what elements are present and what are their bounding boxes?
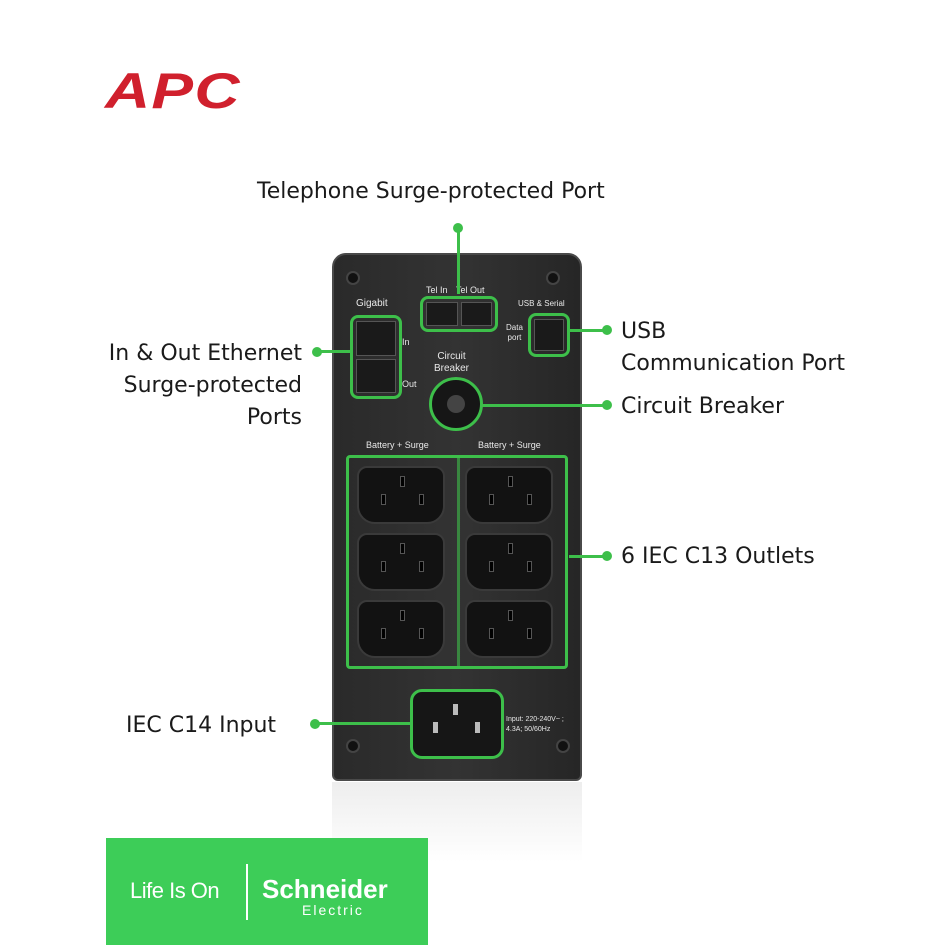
usb-serial-label: USB & Serial: [518, 299, 565, 308]
schneider-banner: Life Is On Schneider Electric: [106, 838, 428, 945]
iec-c13-outlet: [465, 600, 553, 658]
callout-breaker: Circuit Breaker: [621, 394, 785, 419]
iec-c13-outlet: [465, 466, 553, 524]
eth-in-label: In: [402, 337, 410, 347]
apc-logo: APC: [105, 63, 241, 119]
iec-c13-outlet: [357, 600, 445, 658]
callout-telephone: Telephone Surge-protected Port: [257, 179, 605, 204]
screw-icon: [556, 739, 570, 753]
tel-out-label: Tel Out: [456, 285, 485, 295]
iec-c13-outlet: [357, 533, 445, 591]
screw-icon: [546, 271, 560, 285]
usb-port: [528, 313, 570, 357]
iec-c13-outlet: [465, 533, 553, 591]
circuit-breaker-button[interactable]: [429, 377, 483, 431]
screw-icon: [346, 739, 360, 753]
tel-in-label: Tel In: [426, 285, 448, 295]
outlets-group: [346, 455, 568, 669]
screw-icon: [346, 271, 360, 285]
telephone-ports: [420, 296, 498, 332]
battery-surge-left-label: Battery + Surge: [366, 440, 429, 450]
callout-outlets: 6 IEC C13 Outlets: [621, 544, 815, 569]
tagline: Life Is On: [130, 878, 220, 903]
iec-c13-outlet: [357, 466, 445, 524]
eth-out-label: Out: [402, 379, 417, 389]
electric-logo: Electric: [302, 902, 364, 918]
ups-rear-panel: Tel In Tel Out Gigabit In Out USB & Seri…: [332, 253, 582, 781]
schneider-logo: Schneider: [262, 874, 388, 904]
callout-input: IEC C14 Input: [126, 713, 277, 738]
input-rating-label: Input: 220-240V~ ;4.3A; 50/60Hz: [506, 716, 564, 733]
battery-surge-right-label: Battery + Surge: [478, 440, 541, 450]
ethernet-ports: [350, 315, 402, 399]
gigabit-label: Gigabit: [356, 298, 388, 309]
iec-c14-input: [410, 689, 504, 759]
